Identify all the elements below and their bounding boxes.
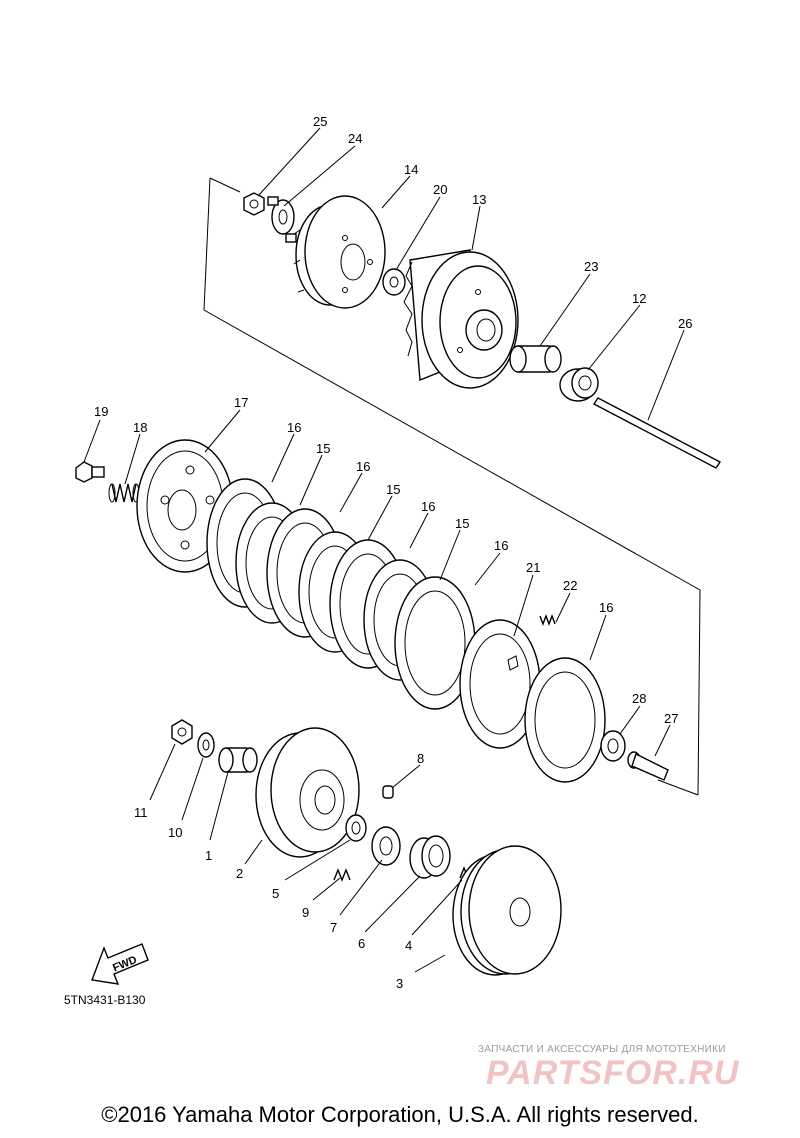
part-14-clutch-boss — [293, 195, 386, 309]
callout-26: 26 — [678, 316, 692, 331]
callout-16c: 16 — [421, 499, 435, 514]
part-24-lock-washer — [267, 196, 297, 243]
leader-lines — [83, 127, 685, 973]
watermark-logo: PARTSFOR.RU — [486, 1054, 740, 1092]
callout-2: 2 — [236, 866, 243, 881]
part-26-push-rod — [592, 397, 722, 469]
part-7-bearing-cage — [371, 826, 401, 866]
callout-23: 23 — [584, 259, 598, 274]
callout-15b: 15 — [386, 482, 400, 497]
part-2-clutch-carrier — [255, 727, 360, 858]
part-22-spring-pin — [539, 614, 556, 626]
callout-16b: 16 — [356, 459, 370, 474]
part-code: 5TN3431-B130 — [64, 993, 146, 1007]
callout-27: 27 — [664, 711, 678, 726]
callout-17: 17 — [234, 395, 248, 410]
part-23-spacer — [509, 345, 562, 373]
part-13-clutch-housing — [403, 249, 519, 389]
part-19-bolt — [75, 461, 105, 483]
part-1-collar — [218, 747, 258, 773]
callout-4: 4 — [405, 938, 412, 953]
callout-16d: 16 — [494, 538, 508, 553]
callout-25: 25 — [313, 114, 327, 129]
callout-18: 18 — [133, 420, 147, 435]
friction-plate-16e — [524, 657, 606, 783]
callout-19: 19 — [94, 404, 108, 419]
assembly-frame — [203, 177, 701, 796]
callout-16e: 16 — [599, 600, 613, 615]
part-10-washer — [197, 732, 215, 758]
part-3-clutch-assembly — [452, 845, 562, 976]
callout-16a: 16 — [287, 420, 301, 435]
callout-11: 11 — [134, 805, 148, 820]
callout-5: 5 — [272, 886, 279, 901]
callout-labels: 25 24 14 20 13 23 12 26 19 18 17 16 15 1… — [94, 114, 692, 991]
callout-9: 9 — [302, 905, 309, 920]
callout-28: 28 — [632, 691, 646, 706]
callout-1: 1 — [205, 848, 212, 863]
fwd-arrow-icon: FWD — [91, 943, 149, 985]
part-8-pin — [382, 785, 394, 799]
callout-8: 8 — [417, 751, 424, 766]
callout-12: 12 — [632, 291, 646, 306]
callout-15a: 15 — [316, 441, 330, 456]
part-11-nut — [171, 719, 193, 745]
part-6-needle-bearing — [409, 835, 451, 879]
callout-21: 21 — [526, 560, 540, 575]
callout-24: 24 — [348, 131, 362, 146]
callout-15c: 15 — [455, 516, 469, 531]
part-9-spring — [333, 868, 351, 882]
callout-3: 3 — [396, 976, 403, 991]
part-20-washer — [382, 268, 406, 296]
copyright-notice: ©2016 Yamaha Motor Corporation, U.S.A. A… — [101, 1102, 699, 1127]
callout-10: 10 — [168, 825, 182, 840]
part-27-push-rod — [627, 751, 669, 781]
part-18-spring — [108, 483, 140, 503]
part-25-nut — [243, 192, 265, 216]
callout-6: 6 — [358, 936, 365, 951]
callout-22: 22 — [563, 578, 577, 593]
part-12-bearing — [559, 367, 599, 402]
callout-20: 20 — [433, 182, 447, 197]
watermark-tagline: ЗАПЧАСТИ И АКСЕССУАРЫ ДЛЯ МОТОТЕХНИКИ — [478, 1044, 726, 1055]
friction-plate-16d — [394, 576, 476, 710]
part-5-washer — [345, 814, 367, 842]
part-28-bearing — [600, 730, 626, 762]
callout-14: 14 — [404, 162, 418, 177]
callout-13: 13 — [472, 192, 486, 207]
callout-7: 7 — [330, 920, 337, 935]
